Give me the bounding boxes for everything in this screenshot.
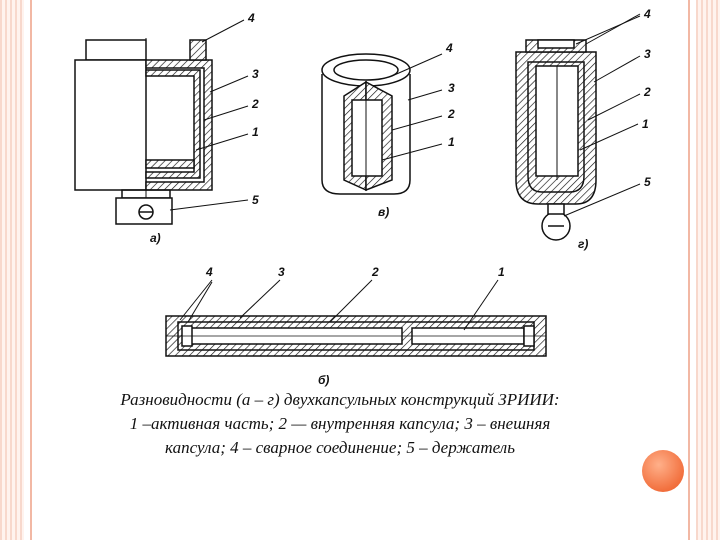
figure-v <box>321 53 443 195</box>
left-border-stripes <box>0 0 24 540</box>
fig-a-label-2: 2 <box>251 97 259 111</box>
fig-a-caption: а) <box>150 231 161 245</box>
decorative-orange-circle <box>642 450 684 492</box>
right-border-stripes <box>696 0 720 540</box>
fig-v-label-2: 2 <box>447 107 455 121</box>
fig-g-label-5: 5 <box>644 175 651 189</box>
figure-caption: Разновидности (а – г) двухкапсульных кон… <box>40 388 640 460</box>
fig-a-label-3: 3 <box>252 67 259 81</box>
fig-g-label-3: 3 <box>644 47 651 61</box>
fig-g-label-1: 1 <box>642 117 649 131</box>
fig-g-label-4: 4 <box>643 7 651 21</box>
caption-line-3: капсула; 4 – сварное соединение; 5 – дер… <box>165 438 515 457</box>
fig-v-caption: в) <box>378 205 389 219</box>
fig-g-label-2: 2 <box>643 85 651 99</box>
figure-a <box>74 19 249 225</box>
fig-v-label-4: 4 <box>445 41 453 55</box>
fig-b-label-3: 3 <box>278 265 285 279</box>
fig-v-label-1: 1 <box>448 135 455 149</box>
figure-g <box>515 13 641 241</box>
fig-b-label-4: 4 <box>205 265 213 279</box>
fig-b-caption: б) <box>318 373 329 387</box>
fig-g-caption: г) <box>578 237 588 251</box>
left-border-line <box>30 0 32 540</box>
fig-b-label-2: 2 <box>371 265 379 279</box>
fig-v-label-3: 3 <box>448 81 455 95</box>
fig-a-label-4: 4 <box>247 11 255 25</box>
fig-a-label-1: 1 <box>252 125 259 139</box>
caption-line-2: 1 –активная часть; 2 — внутренняя капсул… <box>129 414 551 433</box>
caption-line-1: Разновидности (а – г) двухкапсульных кон… <box>120 390 560 409</box>
fig-b-label-1: 1 <box>498 265 505 279</box>
fig-a-label-5: 5 <box>252 193 259 207</box>
right-border-line <box>688 0 690 540</box>
figure-b <box>165 279 547 357</box>
